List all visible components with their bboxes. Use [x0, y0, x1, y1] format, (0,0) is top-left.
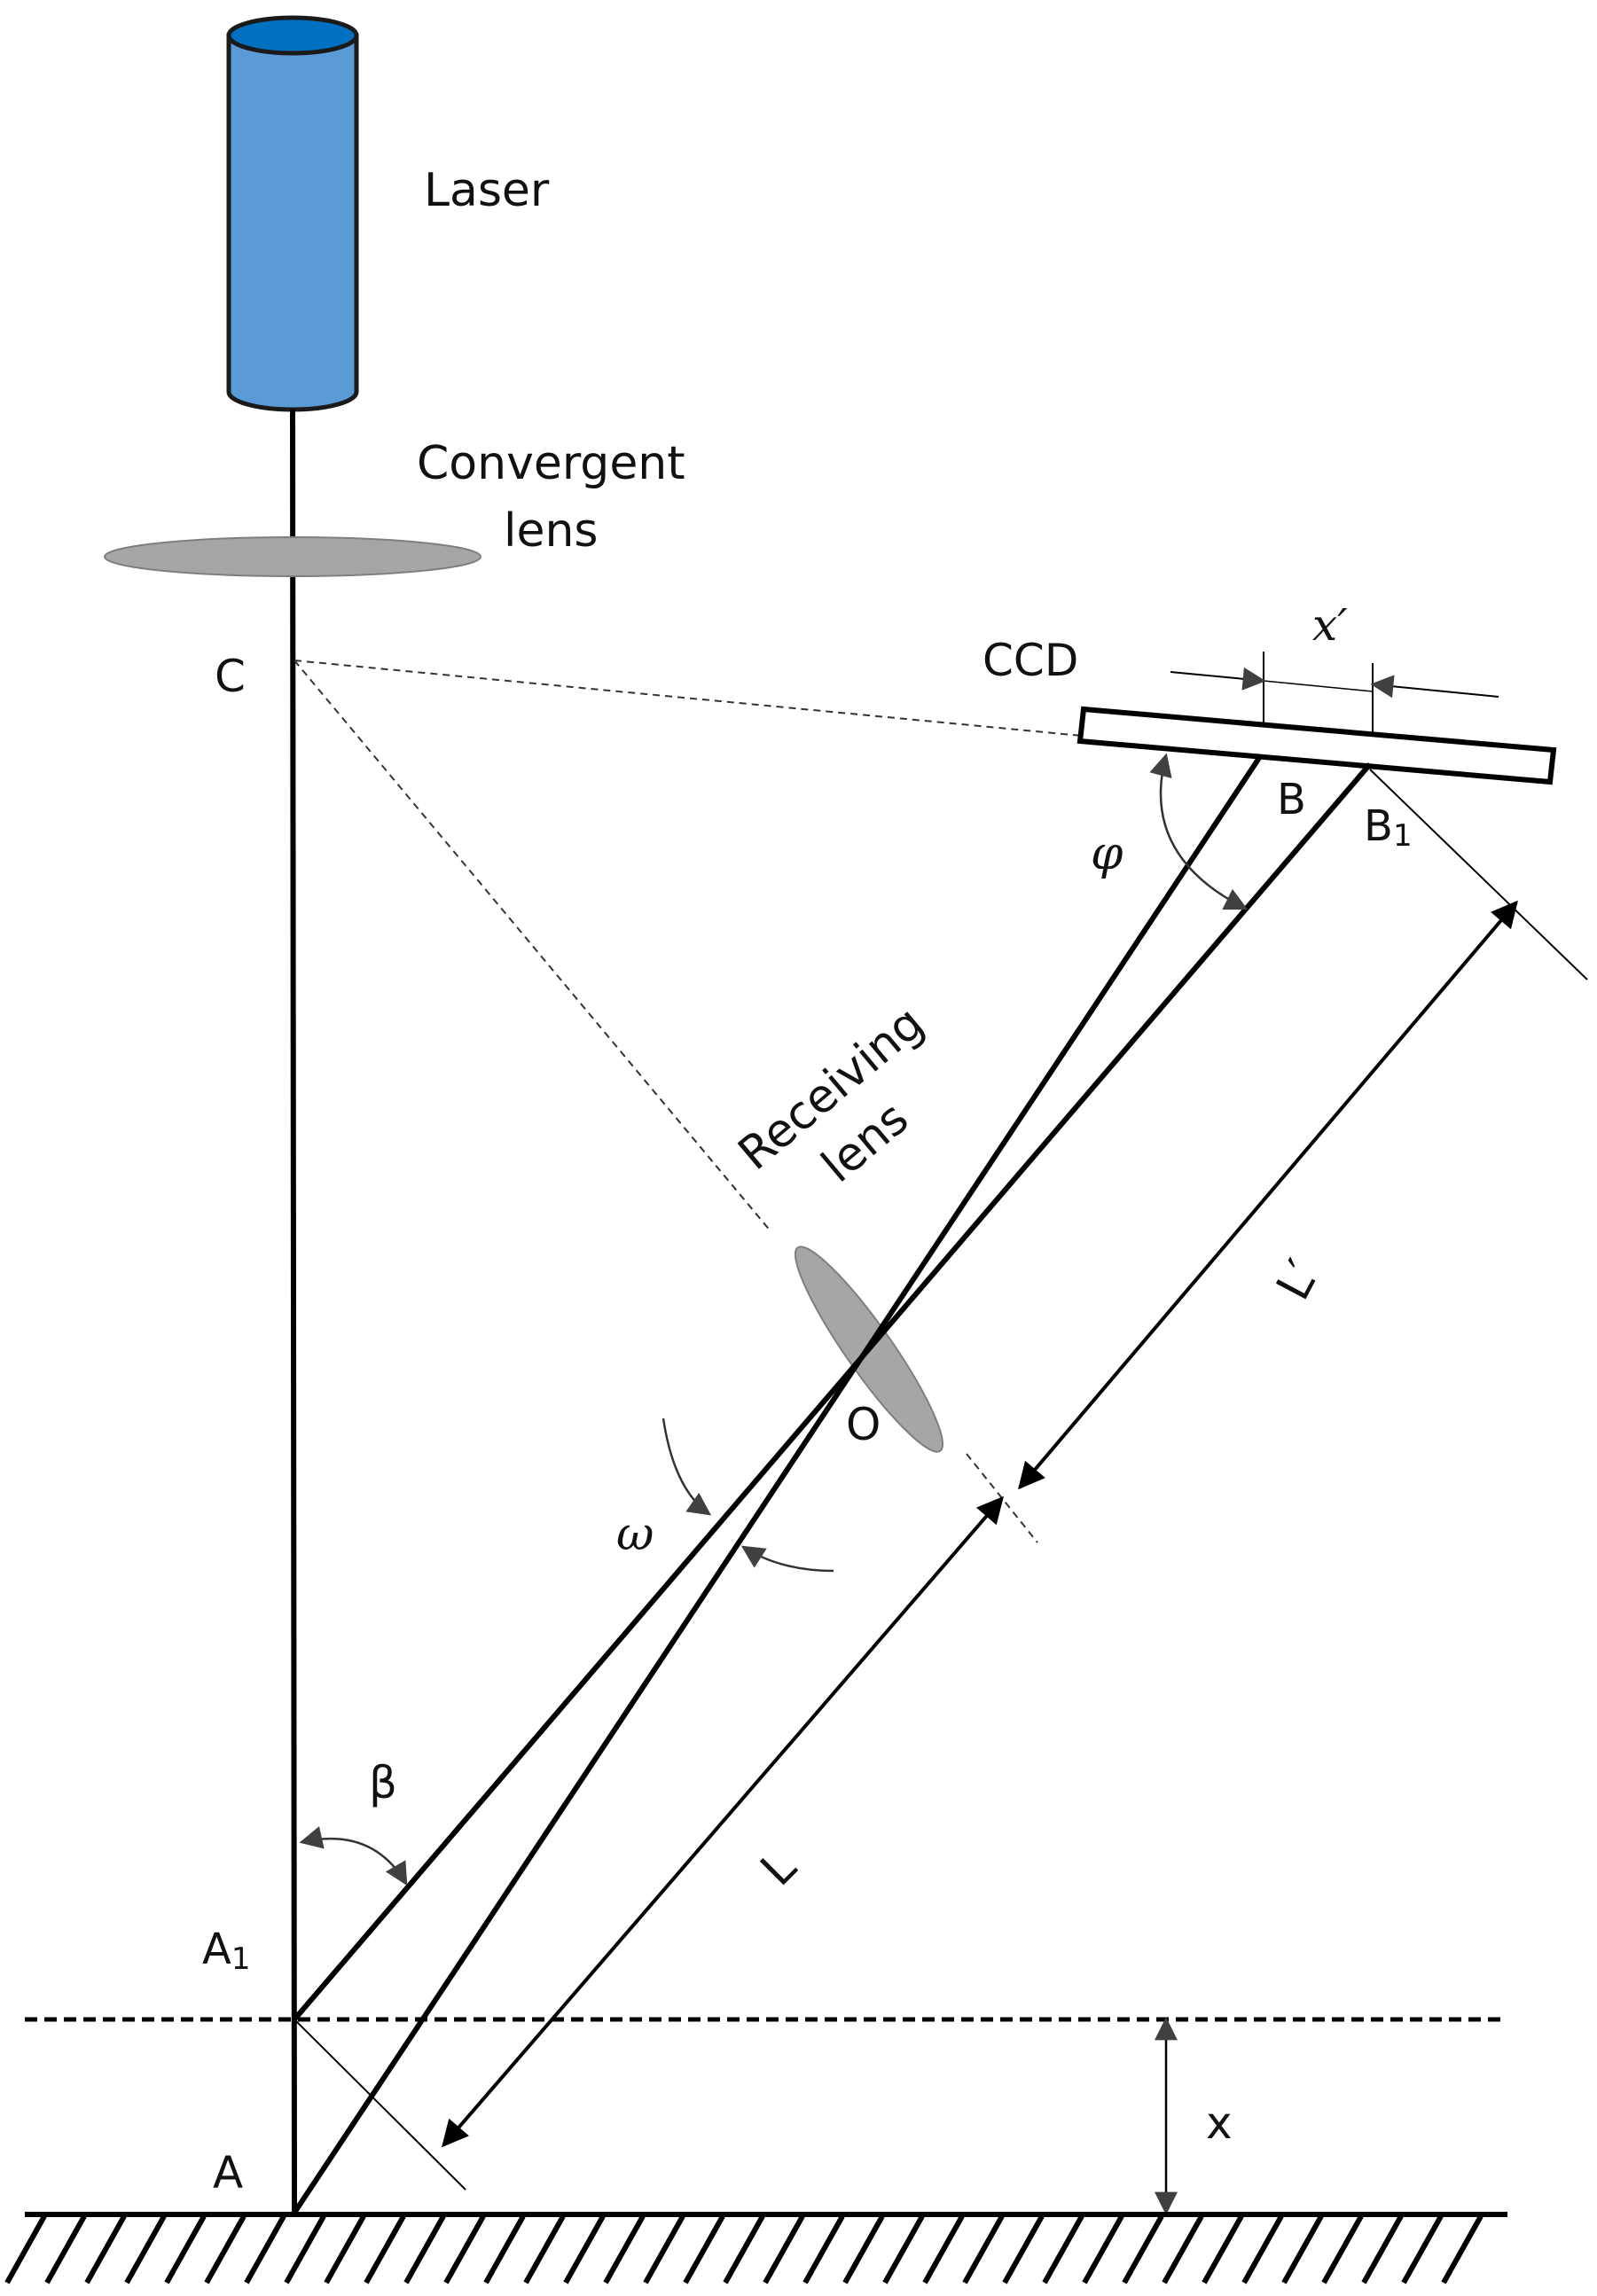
x-label: x [1206, 2097, 1233, 2149]
beta-angle-arc [299, 1826, 408, 1886]
laser-beam [290, 409, 297, 2214]
ground-hatch-line [802, 2214, 845, 2284]
ground-hatch-line [1162, 2214, 1204, 2284]
ground-hatch-line [483, 2214, 526, 2284]
ground-hatch-line [443, 2214, 486, 2284]
ray-a1-to-b1 [292, 762, 1373, 2021]
x-prime-dimension [1170, 652, 1499, 736]
point-c-label: C [215, 651, 246, 702]
point-o-label: O [846, 1399, 881, 1450]
convergent-lens-icon [104, 536, 481, 577]
ground-hatch-line [1202, 2214, 1244, 2284]
ground-hatch-line [44, 2214, 87, 2284]
l-label: L [751, 1840, 807, 1896]
ccd-label: CCD [982, 635, 1078, 686]
x-prime-label: x′ [1312, 599, 1348, 651]
ground-hatch-line [1002, 2214, 1045, 2284]
perpendicular-line-a1 [294, 2019, 466, 2191]
ground-hatch-line [523, 2214, 566, 2284]
ground-hatch-line [1321, 2214, 1364, 2284]
ground-hatch-line [1281, 2214, 1324, 2284]
ground-hatch-line [563, 2214, 606, 2284]
ground-hatch-line [204, 2214, 247, 2284]
ground-hatch-line [1241, 2214, 1284, 2284]
dashed-line-c-to-ccd [294, 660, 1083, 737]
ground-hatch-line [842, 2214, 885, 2284]
point-b1-label: B1 [1364, 801, 1413, 854]
ray-a-to-b [292, 756, 1262, 2214]
l-prime-dimension [1018, 769, 1588, 1490]
ground-hatch-line [1042, 2214, 1084, 2284]
ground-hatch-line [403, 2214, 446, 2284]
ground-hatch-line [1361, 2214, 1404, 2284]
ground-hatch-line [84, 2214, 127, 2284]
ground-hatch-line [284, 2214, 326, 2284]
ground-hatch-line [603, 2214, 646, 2284]
ground-hatch-line [922, 2214, 965, 2284]
ground-hatch-line [1082, 2214, 1124, 2284]
ground-hatch-line [683, 2214, 725, 2284]
ground-hatch-line [643, 2214, 685, 2284]
convergent-lens-label-line2: lens [504, 504, 599, 558]
ground-hatch-line [1441, 2214, 1483, 2284]
ground-hatch-line [723, 2214, 765, 2284]
point-a-label: A [213, 2147, 243, 2198]
hatched-ground-icon [4, 2212, 1507, 2284]
dashed-line-c-to-lens [294, 660, 772, 1233]
convergent-lens-label-line1: Convergent [417, 437, 685, 490]
phi-angle-arc [1149, 753, 1249, 910]
phi-label: φ [1091, 827, 1123, 880]
point-b-label: B [1277, 775, 1306, 824]
omega-label: ω [616, 1508, 654, 1561]
l-prime-label: L′ [1267, 1252, 1331, 1308]
laser-cylinder-icon [226, 15, 359, 412]
ground-hatch-line [882, 2214, 925, 2284]
l-dimension [442, 1496, 1004, 2148]
ground-hatch-line [4, 2214, 47, 2284]
laser-label: Laser [424, 164, 550, 217]
ground-hatch-line [164, 2214, 207, 2284]
ground-hatch-line [124, 2214, 167, 2284]
ground-hatch-line [244, 2214, 286, 2284]
ground-hatch-line [763, 2214, 805, 2284]
ground-hatch-line [364, 2214, 406, 2284]
point-a1-label: A1 [202, 1925, 250, 1977]
ccd-sensor-icon [1076, 706, 1557, 785]
ground-hatch-line [962, 2214, 1005, 2284]
omega-angle-arcs [662, 1417, 834, 1573]
ground-hatch-line [1122, 2214, 1164, 2284]
dashed-line-lens-axis-extension [966, 1453, 1038, 1543]
ground-hatch-line [1401, 2214, 1444, 2284]
ground-hatch-line [324, 2214, 366, 2284]
beta-label: β [369, 1757, 397, 1808]
